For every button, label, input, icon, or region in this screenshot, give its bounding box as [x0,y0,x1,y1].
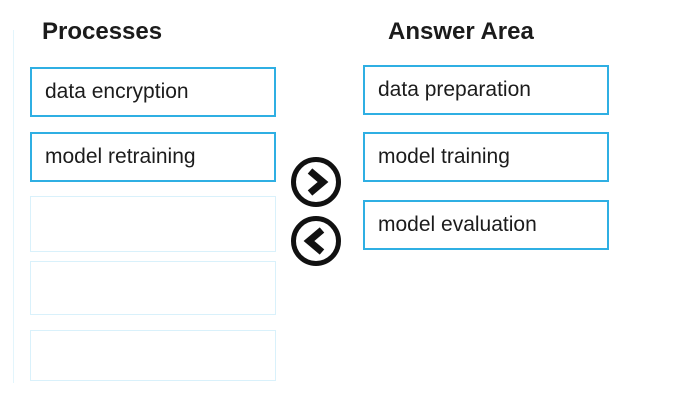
answer-item-label: data preparation [378,78,531,101]
move-controls [290,156,342,268]
answer-item-data-preparation[interactable]: data preparation [363,65,609,115]
process-item-label: model retraining [45,145,196,168]
answer-item-model-evaluation[interactable]: model evaluation [363,200,609,250]
process-empty-slot-3[interactable] [30,330,276,381]
move-right-button[interactable] [290,156,342,208]
process-item-label: data encryption [45,80,189,103]
process-item-data-encryption[interactable]: data encryption [30,67,276,117]
move-left-button[interactable] [290,215,342,267]
processes-column-title: Processes [42,18,163,45]
column-guide-line [13,30,14,383]
answer-area-column-title: Answer Area [388,18,534,45]
chevron-right-icon [291,157,341,207]
process-item-model-retraining[interactable]: model retraining [30,132,276,182]
chevron-left-icon [291,216,341,266]
process-empty-slot-1[interactable] [30,196,276,252]
answer-item-label: model evaluation [378,213,537,236]
answer-item-model-training[interactable]: model training [363,132,609,182]
process-empty-slot-2[interactable] [30,261,276,315]
answer-item-label: model training [378,145,510,168]
